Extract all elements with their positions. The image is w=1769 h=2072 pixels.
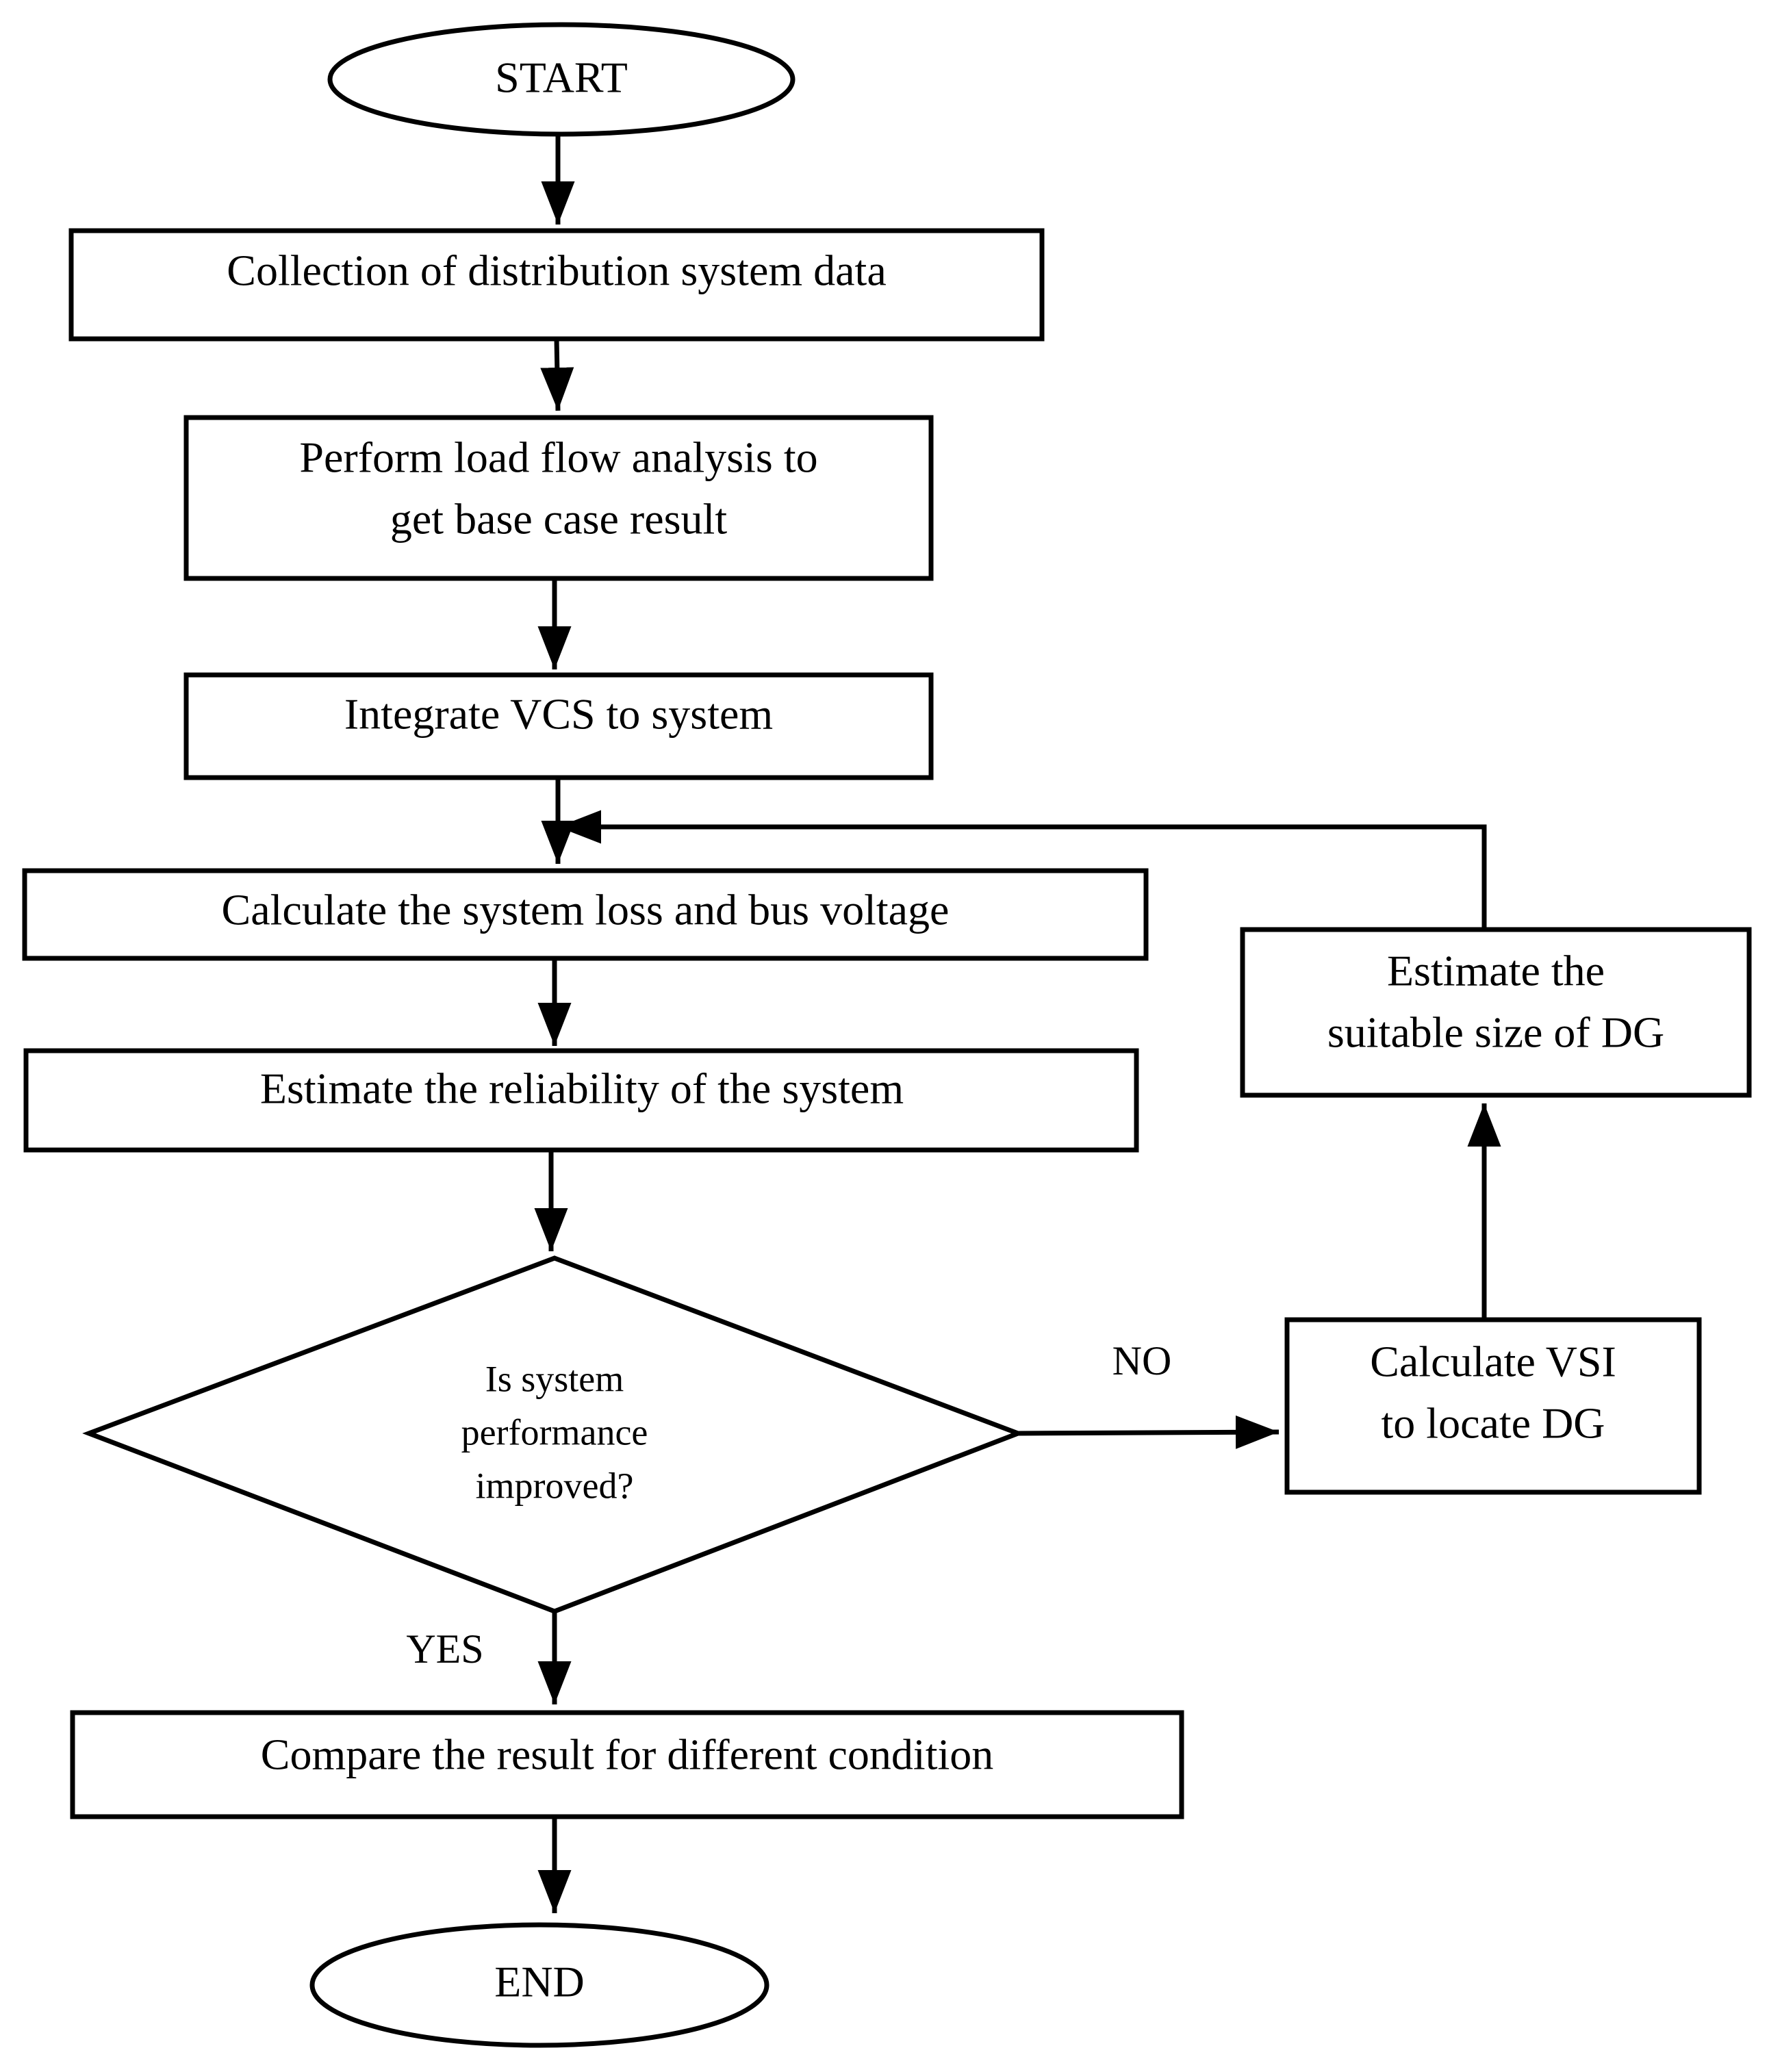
end-ellipse xyxy=(309,1922,769,2048)
vsi-box xyxy=(1284,1317,1702,1495)
collect-process: Collection of distribution system data xyxy=(68,228,1045,342)
start-terminal: START xyxy=(327,22,796,137)
start-ellipse xyxy=(327,22,796,137)
dgsize-process: Estimate the suitable size of DG xyxy=(1240,927,1752,1098)
vsi-process: Calculate VSI to locate DG xyxy=(1284,1317,1702,1495)
collect-box xyxy=(68,228,1045,342)
decision-shape xyxy=(82,1255,1025,1614)
calcloss-box xyxy=(22,868,1149,961)
edge-decision-to-vsi xyxy=(1017,1415,1280,1449)
decision-label-line1: Is system xyxy=(485,1358,624,1399)
compare-box xyxy=(70,1710,1184,1819)
calcloss-process: Calculate the system loss and bus voltag… xyxy=(22,868,1149,961)
dgsize-label-line1: Estimate the xyxy=(1387,947,1605,995)
vsi-label-line2: to locate DG xyxy=(1382,1399,1605,1448)
start-label: START xyxy=(495,53,628,102)
reliability-label: Estimate the reliability of the system xyxy=(260,1064,904,1113)
edge-label-no: NO xyxy=(1112,1338,1172,1383)
edge-label-yes: YES xyxy=(406,1626,483,1672)
reliability-box xyxy=(23,1048,1139,1153)
integrate-box xyxy=(183,672,934,780)
end-terminal: END xyxy=(309,1922,769,2048)
loadflow-label-line2: get base case result xyxy=(390,495,727,543)
edge-collect-to-loadflow xyxy=(540,338,574,411)
collect-label: Collection of distribution system data xyxy=(227,246,886,295)
compare-label: Compare the result for different conditi… xyxy=(261,1730,994,1779)
vsi-label-line1: Calculate VSI xyxy=(1370,1338,1616,1386)
dgsize-label-line2: suitable size of DG xyxy=(1327,1008,1664,1057)
integrate-label: Integrate VCS to system xyxy=(344,690,773,739)
dgsize-box xyxy=(1240,927,1752,1098)
decision-label-line3: improved? xyxy=(476,1465,634,1506)
loadflow-process: Perform load flow analysis to get base c… xyxy=(183,415,934,581)
reliability-process: Estimate the reliability of the system xyxy=(23,1048,1139,1153)
calcloss-label: Calculate the system loss and bus voltag… xyxy=(222,886,950,934)
end-label: END xyxy=(494,1958,585,2006)
decision-label-line2: performance xyxy=(461,1411,648,1453)
edges xyxy=(534,134,1501,1913)
edge-dgsize-loop-to-calcloss xyxy=(558,810,1487,928)
decision-diamond: Is system performance improved? xyxy=(82,1255,1025,1614)
compare-process: Compare the result for different conditi… xyxy=(70,1710,1184,1819)
integrate-process: Integrate VCS to system xyxy=(183,672,934,780)
loadflow-box xyxy=(183,415,934,581)
loadflow-label-line1: Perform load flow analysis to xyxy=(299,433,817,482)
